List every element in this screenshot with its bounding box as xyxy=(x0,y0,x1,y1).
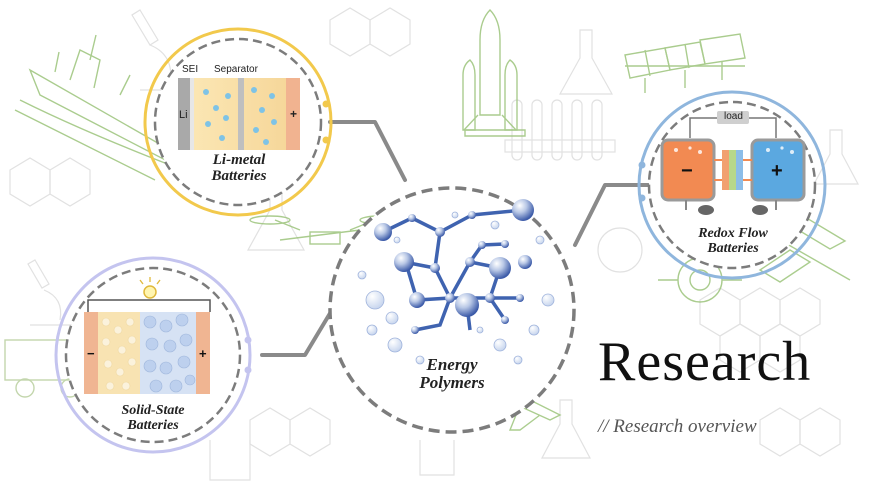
connector-solid xyxy=(260,303,337,357)
space-shuttle-icon xyxy=(462,9,526,137)
limetal-cell-diagram xyxy=(178,78,300,150)
solid-title: Solid-State Batteries xyxy=(92,403,214,433)
sei-label: SEI xyxy=(182,64,199,75)
separator-label: Separator xyxy=(214,64,258,75)
page-title: Research xyxy=(598,331,812,393)
solid-plus-label: + xyxy=(199,346,207,361)
redox-plus-label: + xyxy=(771,160,783,182)
connector-redox xyxy=(573,183,650,247)
limetal-batteries-node[interactable] xyxy=(143,27,333,217)
energy-polymers-node[interactable] xyxy=(328,186,576,434)
li-label: Li xyxy=(179,109,188,121)
page-subtitle: // Research overview xyxy=(598,416,757,437)
redox-title-line1: Redox Flow xyxy=(698,226,768,241)
limetal-plus-label: + xyxy=(290,107,298,121)
solid-title-line2: Batteries xyxy=(127,418,179,434)
center-title-line1: Energy xyxy=(426,355,478,374)
solid-title-line1: Solid-State xyxy=(121,403,185,418)
limetal-title: Li-metal Batteries xyxy=(178,152,300,184)
beaker-icon xyxy=(209,440,251,481)
connector-limetal xyxy=(328,120,407,182)
redox-minus-label: − xyxy=(681,160,693,182)
limetal-title-line2: Batteries xyxy=(211,168,267,185)
solid-state-batteries-node[interactable] xyxy=(54,256,252,454)
beaker-icon-2 xyxy=(419,440,455,476)
flask-icon-3 xyxy=(541,399,591,459)
lightbulb-icon xyxy=(143,285,157,299)
redox-title-line2: Batteries xyxy=(707,241,759,257)
dish-icon xyxy=(597,227,643,273)
solar-panel-icon xyxy=(624,33,746,93)
center-title-line2: Polymers xyxy=(419,373,485,393)
solid-minus-label: − xyxy=(87,346,95,361)
redox-flow-batteries-node[interactable] xyxy=(637,90,827,280)
flask-icon-2 xyxy=(558,29,614,95)
center-title: Energy Polymers xyxy=(392,355,512,393)
connector-lines xyxy=(260,120,650,357)
flask-icon-4 xyxy=(813,129,859,185)
limetal-title-line1: Li-metal xyxy=(212,152,266,168)
solid-state-cell-diagram xyxy=(84,277,211,394)
polymer-molecule-icon xyxy=(357,199,555,365)
test-tube-rack-icon xyxy=(504,99,616,161)
microscope-icon-2 xyxy=(27,259,74,326)
redox-title: Redox Flow Batteries xyxy=(672,226,794,256)
redox-cell-diagram xyxy=(660,111,806,215)
load-label: load xyxy=(724,111,743,122)
